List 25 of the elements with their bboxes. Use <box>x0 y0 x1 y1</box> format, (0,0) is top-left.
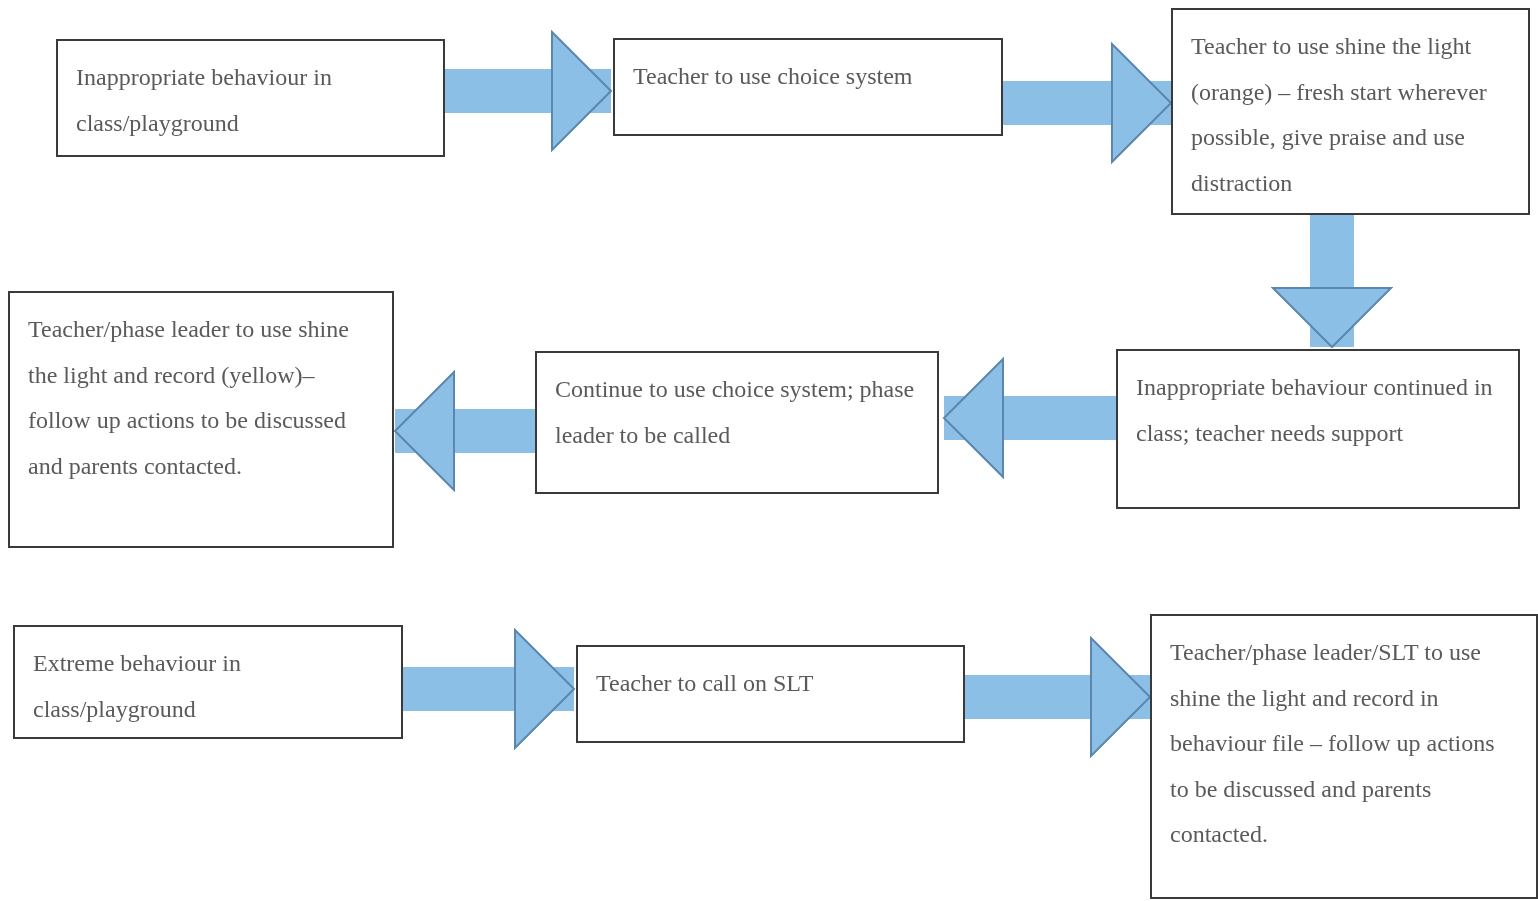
box-text: Extreme behaviour in class/playground <box>33 649 242 724</box>
process-box <box>1171 8 1530 215</box>
box-text: Continue to use choice system; phase leader to be called <box>555 375 916 450</box>
process-box <box>613 38 1003 136</box>
process-box <box>1116 349 1520 509</box>
process-box <box>535 351 939 494</box>
block-arrow <box>403 629 575 749</box>
box-text: Teacher to use shine the light (orange) – fresh start wherever possible, give praise and use distraction <box>1191 32 1488 198</box>
box-text: Teacher to use choice system <box>633 62 914 91</box>
process-box <box>8 291 394 548</box>
box-text: Teacher/phase leader to use shine the light and record (yellow)– follow up actions to be discussed and parents contacted. <box>28 315 350 481</box>
process-box <box>576 645 965 743</box>
process-box <box>56 39 445 157</box>
box-text: Inappropriate behaviour continued in class; teacher needs support <box>1136 373 1494 448</box>
block-arrow <box>445 31 612 151</box>
block-arrow <box>1272 215 1392 348</box>
block-arrow <box>965 637 1151 757</box>
box-text: Teacher/phase leader/SLT to use shine the light and record in behaviour file – follow up actions to be discussed and parents contacted. <box>1170 638 1496 849</box>
block-arrow <box>943 358 1116 478</box>
block-arrow <box>1003 43 1172 163</box>
box-text: Teacher to call on SLT <box>596 669 815 698</box>
process-box <box>1150 614 1538 899</box>
process-box <box>13 625 403 739</box>
block-arrow <box>394 371 535 491</box>
box-text: Inappropriate behaviour in class/playground <box>76 63 333 138</box>
